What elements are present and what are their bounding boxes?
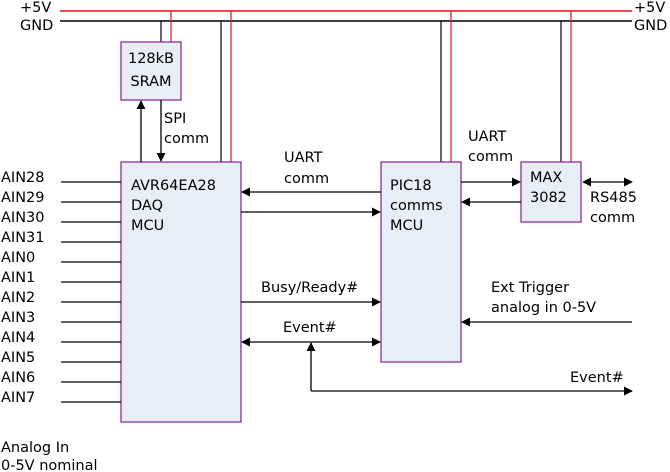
analog-input-label-ain5: AIN5	[1, 350, 35, 366]
avr-label-line3: MCU	[131, 218, 164, 234]
uart-pic-max-label-line1: UART	[468, 129, 507, 145]
analog-input-label-ain4: AIN4	[1, 330, 35, 346]
sram-label-line1: 128kB	[128, 51, 174, 67]
max-label-line2: 3082	[530, 190, 567, 206]
analog-input-label-ain2: AIN2	[1, 290, 35, 306]
sram-label-line2: SRAM	[130, 74, 171, 90]
max3082-block	[520, 161, 582, 223]
analog-input-label-ain29: AIN29	[1, 190, 45, 206]
power-label-right: +5V	[634, 0, 665, 16]
analog-in-label-line2: 0-5V nominal	[1, 458, 98, 472]
event-output-label: Event#	[570, 370, 624, 386]
pic-label-line3: MCU	[390, 218, 423, 234]
ext-trigger-label-line1: Ext Trigger	[491, 280, 569, 296]
pic-label-line1: PIC18	[390, 178, 432, 194]
analog-input-label-ain6: AIN6	[1, 370, 35, 386]
avr-label-line2: DAQ	[131, 198, 163, 214]
analog-input-label-ain31: AIN31	[1, 230, 45, 246]
busy-ready-label: Busy/Ready#	[261, 280, 358, 296]
rs485-label-line2: comm	[590, 210, 635, 226]
ground-label-left: GND	[20, 18, 53, 34]
uart-pic-max-label-line2: comm	[468, 149, 513, 165]
avr-daq-mcu-block	[120, 161, 242, 423]
pic-label-line2: comms	[390, 198, 443, 214]
pic-comms-mcu-block	[380, 161, 462, 363]
rs485-label-line1: RS485	[590, 190, 637, 206]
ground-label-right: GND	[634, 18, 667, 34]
analog-input-label-ain28: AIN28	[1, 170, 45, 186]
power-label-left: +5V	[20, 0, 51, 16]
analog-input-label-ain3: AIN3	[1, 310, 35, 326]
event-internal-label: Event#	[283, 320, 337, 336]
uart-avr-pic-label-line1: UART	[284, 150, 323, 166]
spi-label-line1: SPI	[164, 111, 186, 127]
analog-input-label-ain7: AIN7	[1, 390, 35, 406]
analog-in-label-line1: Analog In	[1, 440, 69, 456]
analog-input-group: AIN28AIN29AIN30AIN31AIN0AIN1AIN2AIN3AIN4…	[1, 170, 121, 406]
spi-label-line2: comm	[164, 131, 209, 147]
avr-label-line1: AVR64EA28	[131, 178, 216, 194]
sram-block	[120, 41, 182, 101]
uart-avr-pic-label-line2: comm	[284, 171, 329, 187]
analog-input-label-ain1: AIN1	[1, 270, 35, 286]
analog-input-label-ain0: AIN0	[1, 250, 35, 266]
analog-input-label-ain30: AIN30	[1, 210, 45, 226]
max-label-line1: MAX	[530, 170, 562, 186]
ext-trigger-label-line2: analog in 0-5V	[491, 300, 596, 316]
